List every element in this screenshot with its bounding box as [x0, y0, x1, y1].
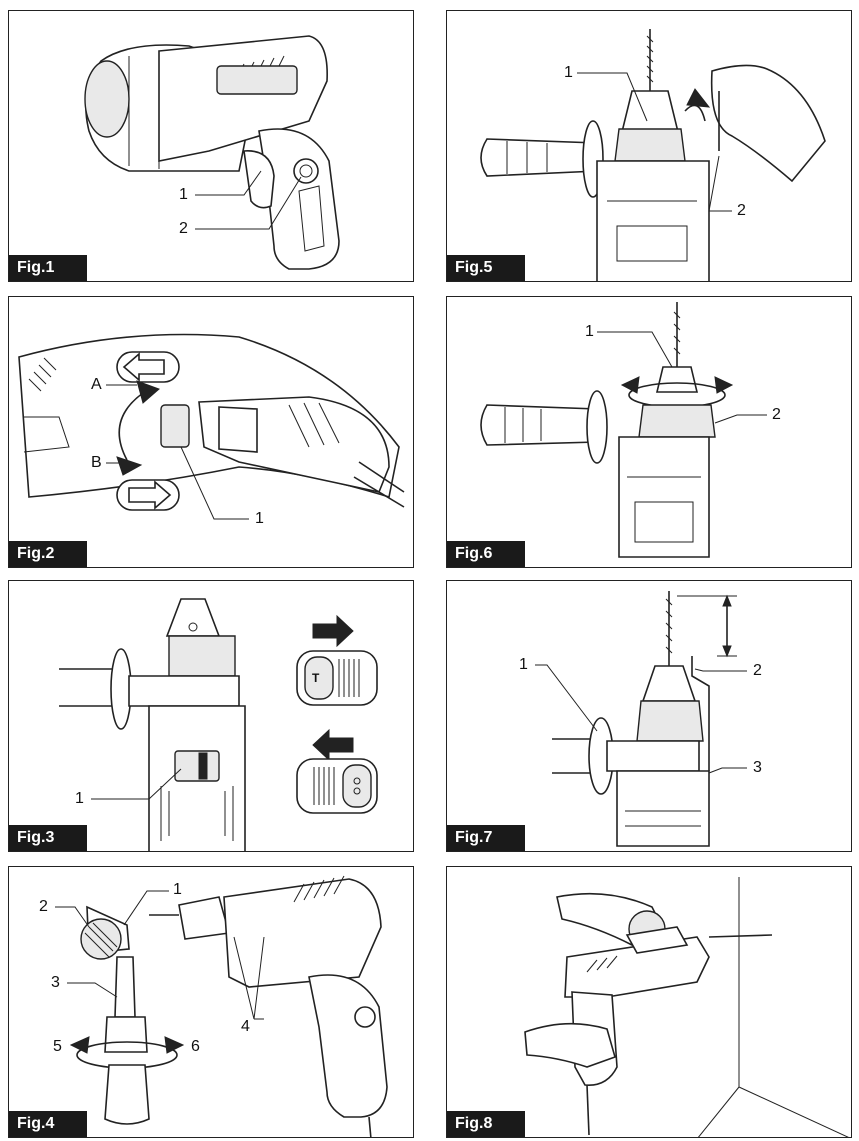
figure-7-panel: 1 2 3 Fig.7 [446, 580, 852, 852]
figure-label: Fig.3 [9, 825, 87, 851]
figure-5-panel: 1 2 Fig.5 [446, 10, 852, 282]
figure-label: Fig.2 [9, 541, 87, 567]
callout-1: 1 [255, 510, 264, 527]
chuck-rotation-illustration [480, 302, 767, 558]
callout-5: 5 [53, 1038, 62, 1055]
figure-3-panel: T 1 Fig.3 [8, 580, 414, 852]
callout-2: 2 [772, 406, 781, 423]
callout-2: 2 [753, 662, 762, 679]
callout-1: 1 [564, 64, 573, 81]
callout-1: 1 [519, 656, 528, 673]
callout-a: A [91, 376, 102, 393]
figure-label: Fig.6 [447, 541, 525, 567]
callout-b: B [91, 454, 102, 471]
callout-2: 2 [39, 898, 48, 915]
callout-2: 2 [737, 202, 746, 219]
callout-4: 4 [241, 1018, 250, 1035]
callout-1: 1 [173, 881, 182, 898]
chuck-key-tightening-illustration [480, 29, 826, 281]
figure-4-panel: 1 2 3 4 5 6 Fig.4 [8, 866, 414, 1138]
figure-label: Fig.8 [447, 1111, 525, 1137]
drill-side-view-illustration [84, 35, 340, 270]
figure-label: Fig.5 [447, 255, 525, 281]
figure-label: Fig.1 [9, 255, 87, 281]
depth-gauge-illustration [535, 591, 747, 847]
figure-label: Fig.7 [447, 825, 525, 851]
figure-2-panel: A B 1 Fig.2 [8, 296, 414, 568]
side-handle-installation-illustration [55, 875, 388, 1137]
callout-3: 3 [753, 759, 762, 776]
callout-1: 1 [585, 323, 594, 340]
callout-6: 6 [191, 1038, 200, 1055]
callout-1: 1 [75, 790, 84, 807]
operation-hold-illustration [524, 877, 849, 1137]
reversing-switch-illustration [18, 333, 405, 520]
figure-8-panel: Fig.8 [446, 866, 852, 1138]
mode-selector-illustration [59, 598, 378, 851]
callout-1: 1 [179, 186, 188, 203]
figure-label: Fig.4 [9, 1111, 87, 1137]
figure-6-panel: 1 2 Fig.6 [446, 296, 852, 568]
switch-t-mark: T [312, 671, 320, 685]
figure-1-panel: 1 2 Fig.1 [8, 10, 414, 282]
callout-3: 3 [51, 974, 60, 991]
callout-2: 2 [179, 220, 188, 237]
